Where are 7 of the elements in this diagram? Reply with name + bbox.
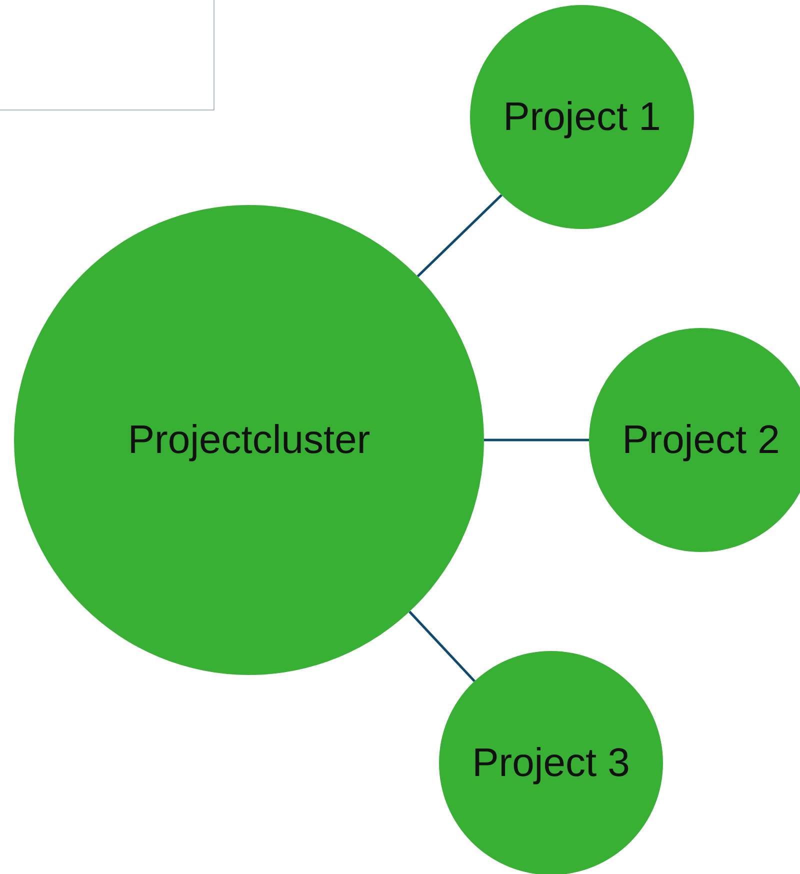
connector-line bbox=[416, 194, 502, 278]
node-label: Project 3 bbox=[472, 740, 630, 786]
connector-line bbox=[484, 438, 589, 442]
node-label: Projectcluster bbox=[128, 418, 370, 462]
connector-line bbox=[408, 610, 476, 682]
node-label: Project 1 bbox=[503, 94, 661, 140]
node-label: Project 2 bbox=[622, 418, 780, 462]
